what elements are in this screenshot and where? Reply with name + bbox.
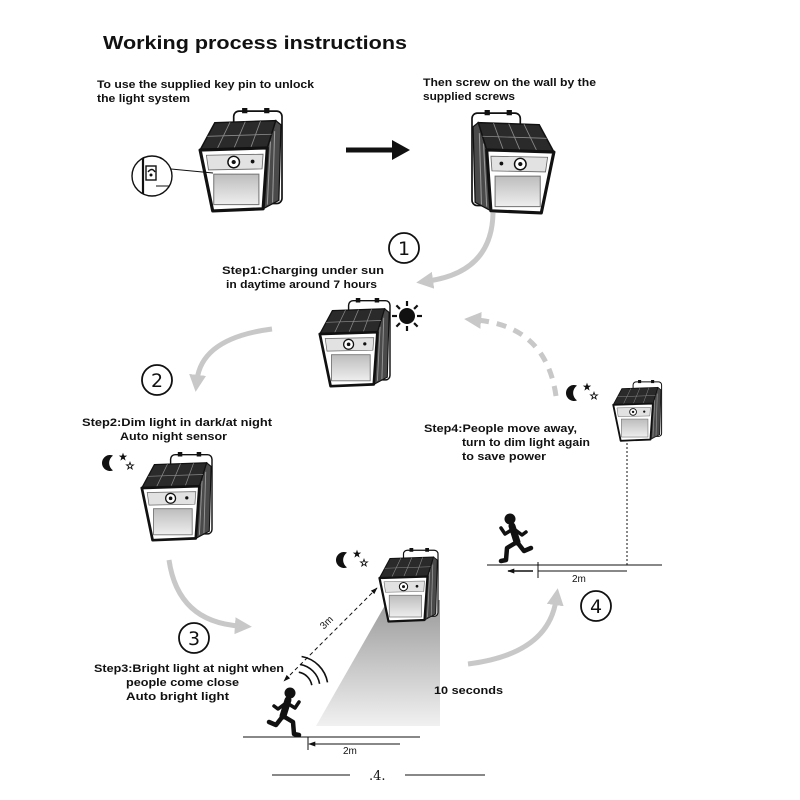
page-number: .4. xyxy=(369,769,386,784)
solar-light-charging xyxy=(318,296,392,388)
step-number-circle xyxy=(580,590,612,622)
key-pin-hole xyxy=(149,173,153,177)
step-text-line: in daytime around 7 hours xyxy=(226,279,377,291)
sun-rays xyxy=(392,301,422,331)
flow-arrow-to-step2 xyxy=(189,326,273,392)
mount-instruction: Then screw on the wall by the supplied s… xyxy=(423,77,596,103)
motion-wave xyxy=(300,663,321,684)
delay-label: 10 seconds xyxy=(434,685,503,697)
sun-ray xyxy=(395,304,401,310)
motion-wave xyxy=(298,671,313,686)
step-number-circle xyxy=(141,364,173,396)
solar-light-bright xyxy=(378,546,440,623)
step-number: 3 xyxy=(188,628,200,650)
step-text-line: people come close xyxy=(126,677,239,689)
flow-arrow-to-step1 xyxy=(416,212,496,289)
sun-ray xyxy=(395,322,401,328)
step-3: 3m 3 Step3:Bright light at night when pe… xyxy=(94,546,440,757)
step-4: Step4:People move away, turn to dim ligh… xyxy=(424,379,663,622)
step-number: 2 xyxy=(151,370,163,392)
step-number-circle xyxy=(388,232,420,264)
step-text-line: Auto bright light xyxy=(126,691,229,703)
key-detail-content xyxy=(141,156,170,196)
night-icon xyxy=(566,383,597,401)
step-2: 2 Step2:Dim light in dark/at night Auto … xyxy=(82,364,272,542)
key-pin-icon xyxy=(131,155,214,197)
page-title: Working process instructions xyxy=(103,32,407,53)
mount-text-line: supplied screws xyxy=(423,91,515,103)
step-number: 4 xyxy=(590,596,602,618)
step-number: 1 xyxy=(398,238,410,260)
light-beam-icon xyxy=(316,600,440,726)
distance-label: 2m xyxy=(343,746,357,757)
step-text-line: Step2:Dim light in dark/at night xyxy=(82,417,272,429)
sun-ray xyxy=(413,304,419,310)
solar-light-dim-again xyxy=(612,379,663,442)
key-slot xyxy=(145,165,157,181)
flow-arrow-to-step3 xyxy=(166,559,252,635)
running-person-icon xyxy=(269,688,299,736)
flow-arrow-to-step4 xyxy=(467,588,564,667)
step-text-line: Step4:People move away, xyxy=(424,423,577,435)
step-text-line: turn to dim light again xyxy=(462,437,590,449)
step-text-line: to save power xyxy=(462,451,547,463)
motion-wave-icon xyxy=(298,655,329,686)
sun-ray xyxy=(413,322,419,328)
motion-wave xyxy=(301,655,329,683)
solar-light-mounted xyxy=(470,108,556,215)
distance-label: 2m xyxy=(572,574,586,585)
key-pin xyxy=(147,168,156,173)
sun-disc xyxy=(399,308,415,324)
running-person-icon xyxy=(501,514,531,562)
unlock-text-line: the light system xyxy=(97,93,190,105)
night-icon xyxy=(336,550,367,568)
step-text-line: Step1:Charging under sun xyxy=(222,265,384,277)
sensor-range-line xyxy=(283,587,378,682)
key-detail-leader xyxy=(170,168,214,174)
flow-arrow-back-to-step1 xyxy=(464,311,559,397)
next-arrow-head xyxy=(392,140,410,160)
solar-light-dim xyxy=(140,450,214,542)
mount-text-line: Then screw on the wall by the xyxy=(423,77,596,89)
step-number-circle xyxy=(178,622,210,654)
unlock-text-line: To use the supplied key pin to unlock xyxy=(97,79,315,91)
unlock-instruction: To use the supplied key pin to unlock th… xyxy=(97,79,315,105)
page-footer: .4. xyxy=(272,769,485,784)
night-icon xyxy=(102,453,133,471)
next-arrow xyxy=(346,140,410,160)
step-1: 1 Step1:Charging under sun in daytime ar… xyxy=(222,232,422,388)
sensor-range-label: 3m xyxy=(318,614,336,632)
step-text-line: Auto night sensor xyxy=(120,431,228,443)
solar-light-unlock xyxy=(198,106,284,213)
sun-icon xyxy=(392,301,422,331)
step-text-line: Step3:Bright light at night when xyxy=(94,663,284,675)
